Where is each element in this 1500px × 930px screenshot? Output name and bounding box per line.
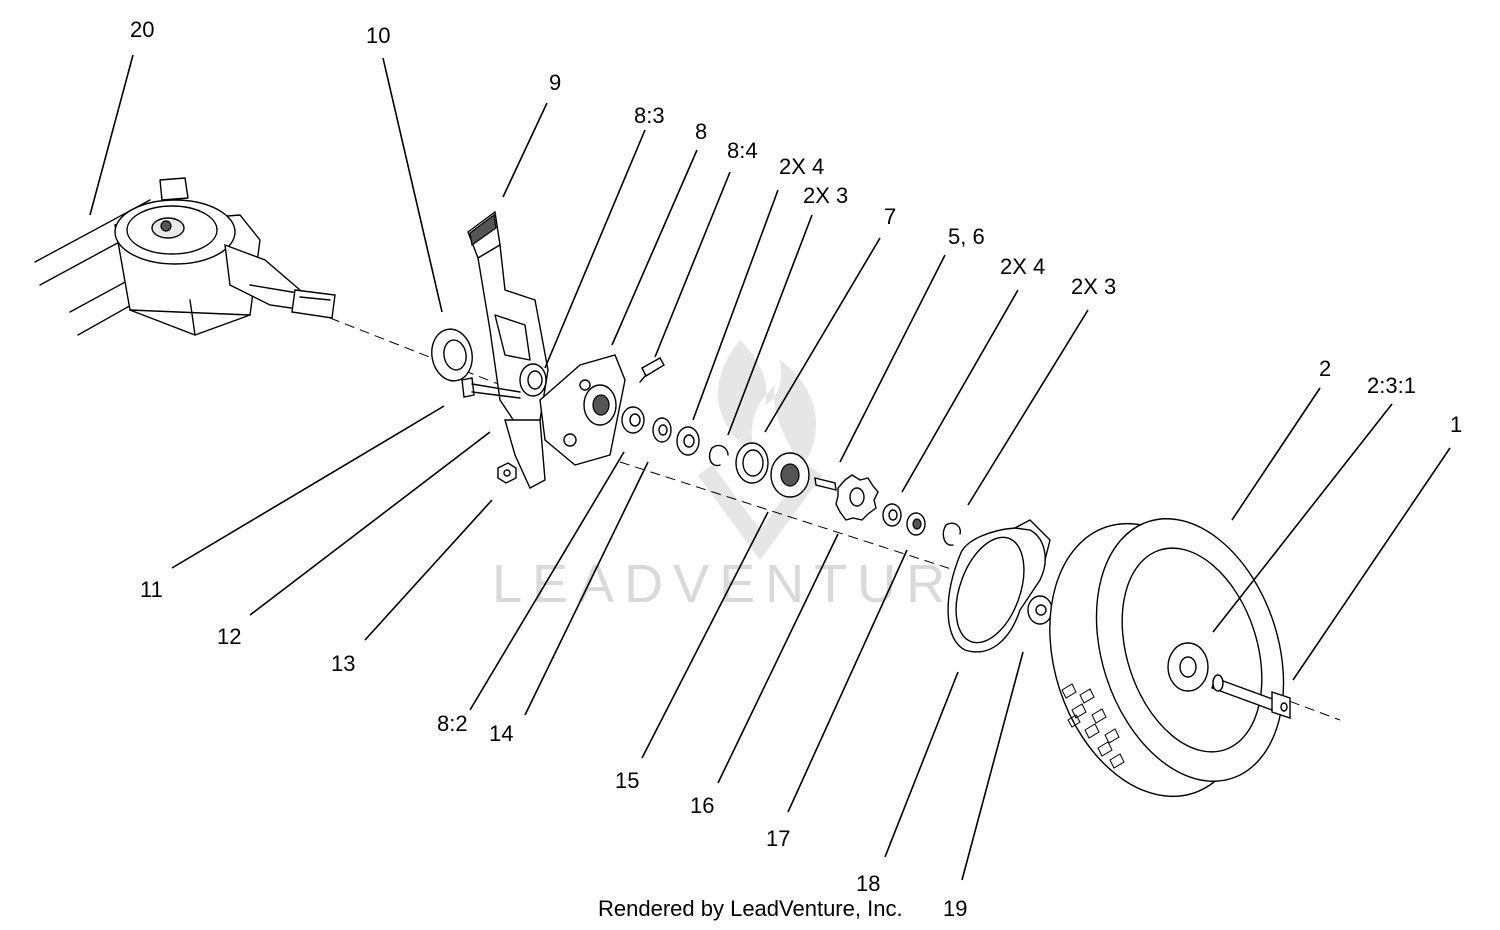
callout-2x4-a: 2X 4 — [779, 154, 824, 179]
callout-8-3: 8:3 — [634, 103, 665, 128]
callout-13: 13 — [331, 651, 355, 676]
render-credit: Rendered by LeadVenture, Inc. — [598, 896, 903, 921]
callout-9: 9 — [549, 70, 561, 95]
part-10-seal — [431, 328, 473, 382]
callout-5-6: 5, 6 — [948, 224, 985, 249]
callout-8-2: 8:2 — [437, 711, 468, 736]
callout-7: 7 — [884, 204, 896, 229]
leader-lines — [89, 54, 1451, 881]
callout-18: 18 — [856, 871, 880, 896]
callout-10: 10 — [366, 23, 390, 48]
part-8-wheel-bracket — [519, 354, 665, 466]
callout-15: 15 — [615, 768, 639, 793]
part-13-nut — [497, 462, 517, 484]
callout-8-4: 8:4 — [727, 138, 758, 163]
part-18-19-gear-cover — [947, 519, 1053, 653]
callout-19: 19 — [943, 896, 967, 921]
callout-labels: 20 10 9 8:3 8 8:4 2X 4 2X 3 7 5, 6 2X 4 … — [130, 17, 1462, 921]
part-5-6-pinion-gear — [814, 474, 879, 521]
transmission-gearbox — [34, 177, 336, 336]
part-2-wheel — [1049, 518, 1285, 798]
part-9-height-lever — [467, 210, 549, 489]
watermark-logo — [697, 340, 823, 561]
callout-2-3-1: 2:3:1 — [1367, 373, 1416, 398]
callout-12: 12 — [217, 624, 241, 649]
callout-14: 14 — [489, 721, 513, 746]
callout-16: 16 — [690, 793, 714, 818]
part-11-bolt — [461, 377, 521, 399]
callout-1: 1 — [1450, 412, 1462, 437]
callout-11: 11 — [140, 577, 163, 602]
callout-17: 17 — [766, 826, 790, 851]
callout-8: 8 — [695, 119, 707, 144]
washers-and-clips-left — [676, 426, 810, 498]
part-14-bearing — [621, 406, 672, 443]
part-1-wheel-bolt — [1211, 674, 1291, 719]
watermark-text: LEADVENTURE — [492, 554, 1001, 614]
callout-2x3-a: 2X 3 — [803, 183, 848, 208]
callout-2x4-b: 2X 4 — [1000, 254, 1045, 279]
callout-2: 2 — [1319, 356, 1331, 381]
callout-20: 20 — [130, 17, 154, 42]
washers-and-clips-right — [882, 503, 962, 546]
callout-2x3-b: 2X 3 — [1071, 274, 1116, 299]
